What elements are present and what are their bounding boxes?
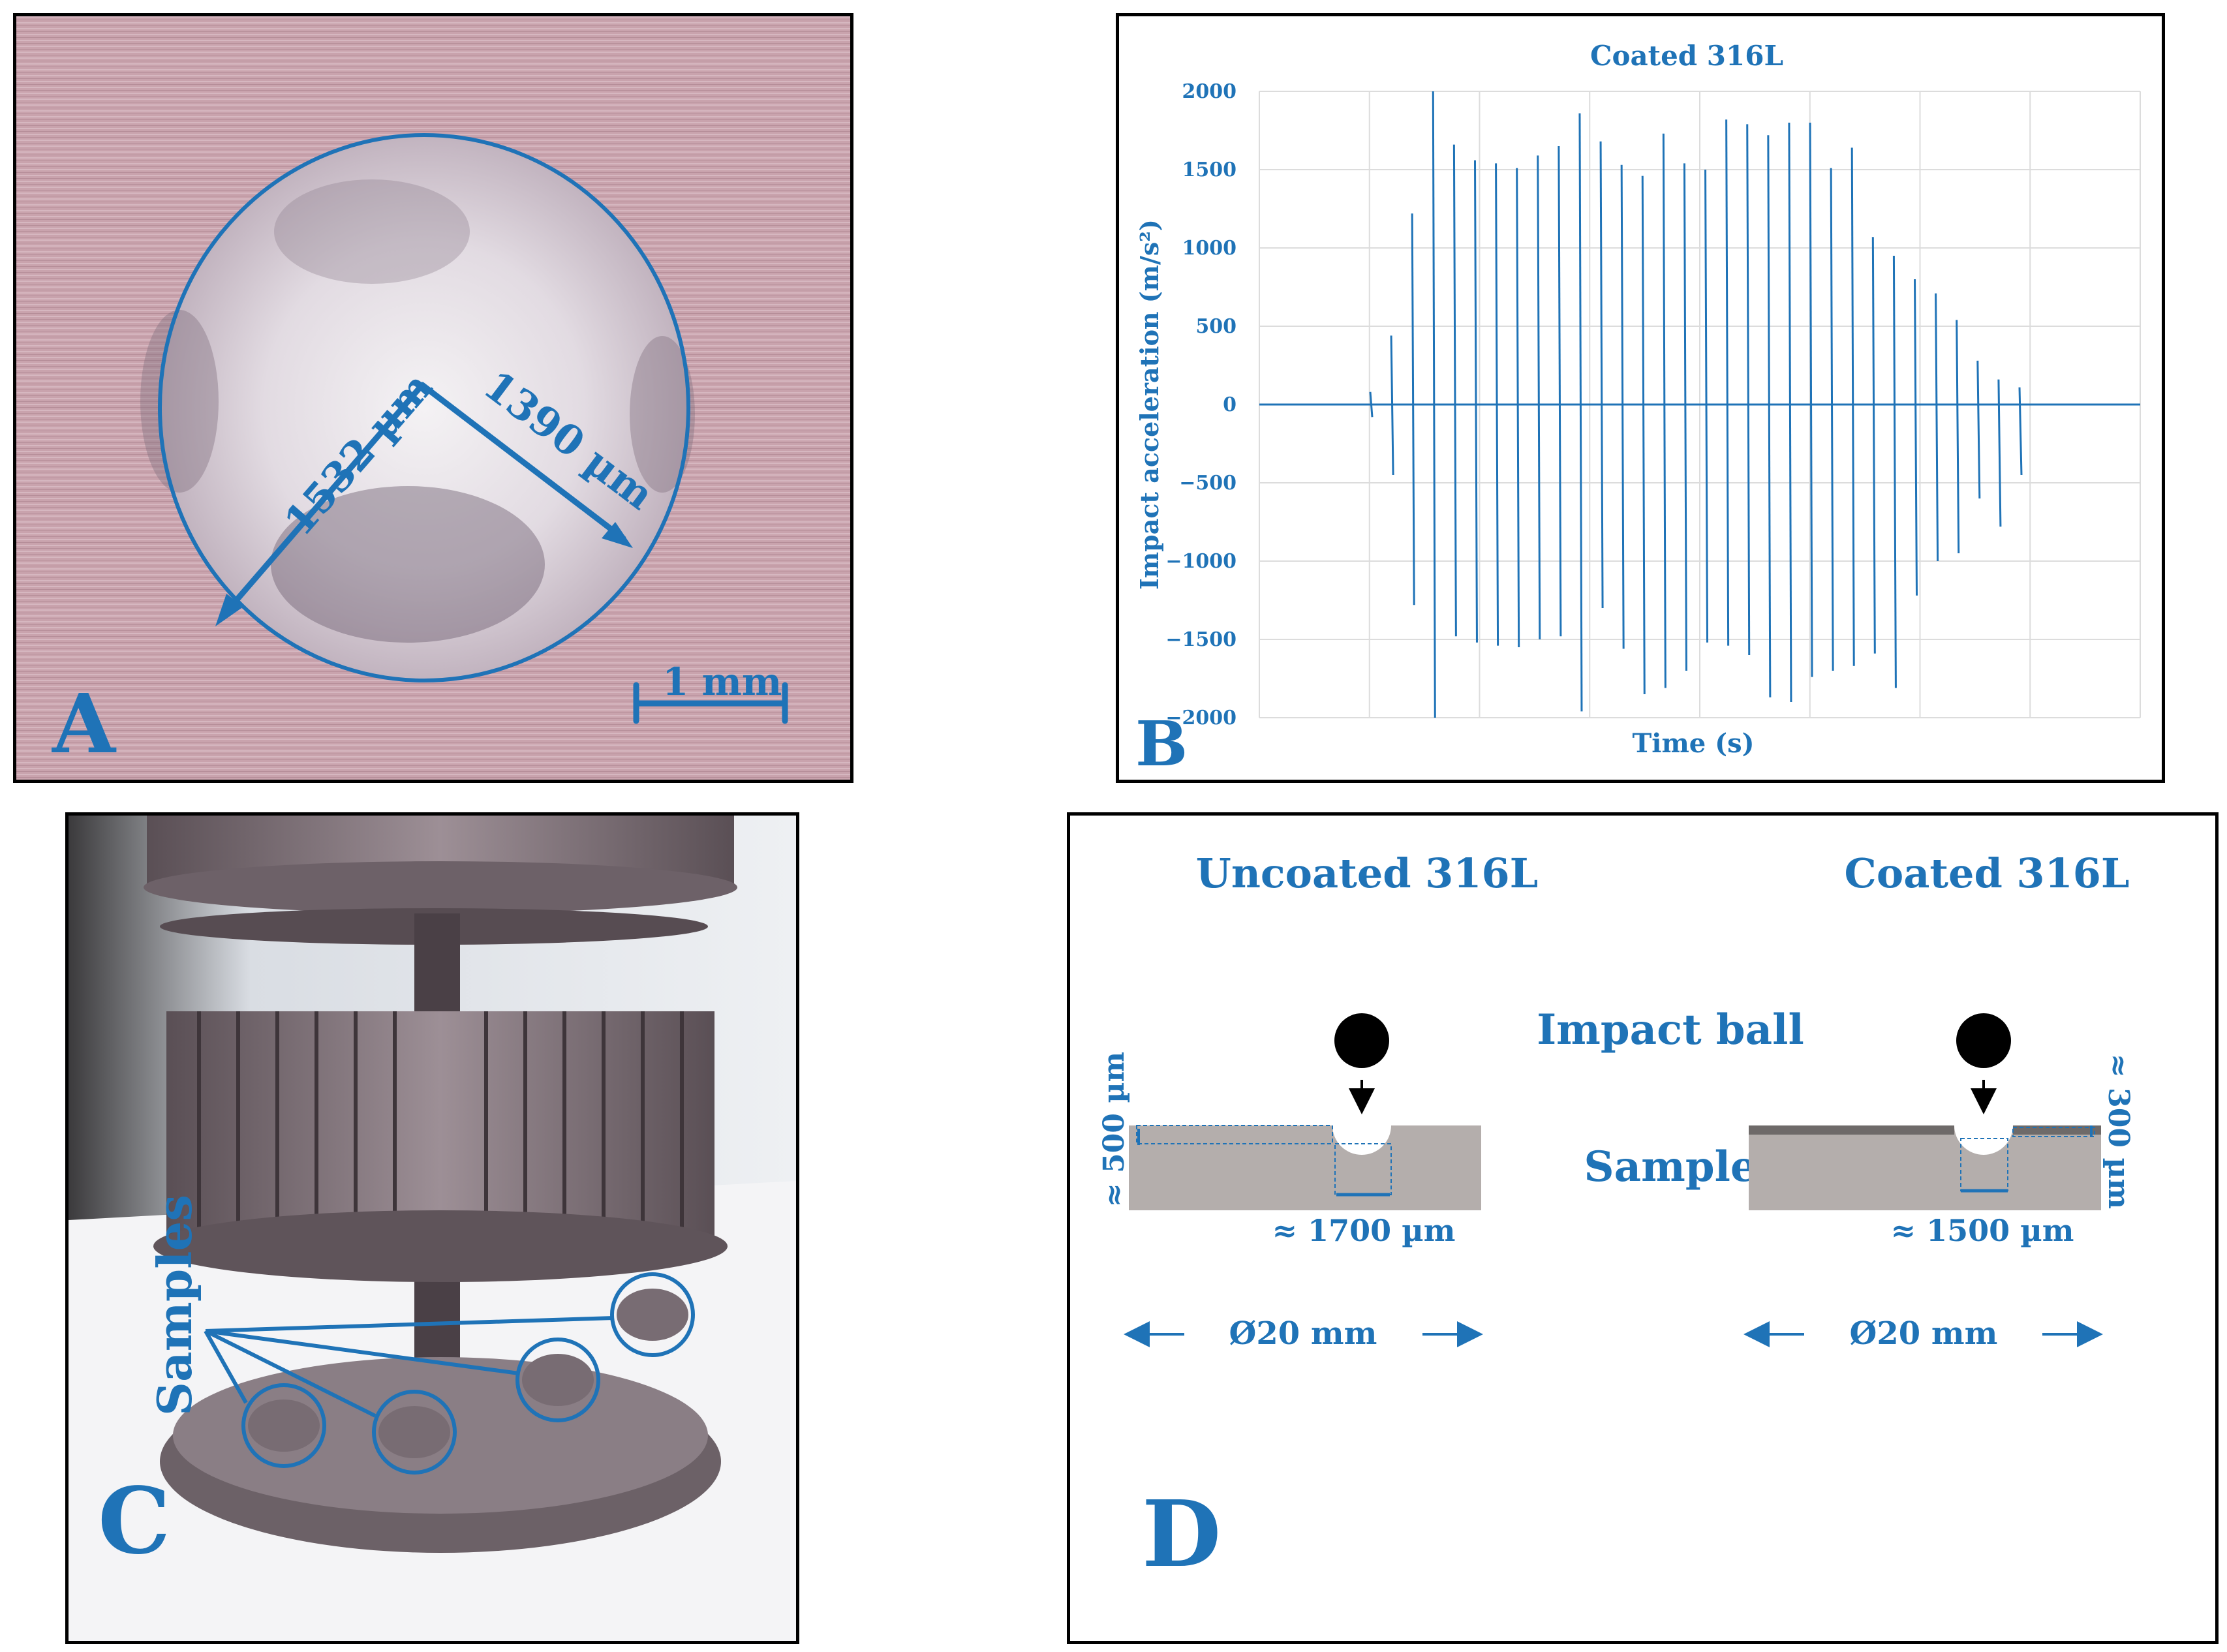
- uncoated-width-label: ≈ 1700 µm: [1272, 1213, 1456, 1248]
- impact-spike: [1851, 147, 1855, 666]
- impact-spike: [1809, 122, 1813, 677]
- diameter-arrow-1: [222, 382, 425, 617]
- panel-letter-b: B: [1135, 708, 1188, 780]
- impact-spike: [1432, 91, 1436, 718]
- impact-ball-right: [1956, 1013, 2011, 1068]
- y-tick-label: −1500: [1165, 628, 1236, 651]
- sample: [248, 1400, 320, 1452]
- impact-spike: [1935, 293, 1939, 562]
- impact-spike: [1495, 163, 1499, 646]
- crater-micrograph: 1532 µm 1390 µm 1 mm A: [16, 16, 850, 780]
- sample-holder-photo: Samples C: [69, 816, 796, 1641]
- impact-spike: [1746, 124, 1751, 656]
- impact-ball-left: [1334, 1013, 1389, 1068]
- panel-letter-a: A: [52, 677, 117, 772]
- chart-title: Coated 316L: [1590, 40, 1783, 72]
- coated-width-label: ≈ 1500 µm: [1891, 1213, 2074, 1248]
- coated-diameter-label: Ø20 mm: [1850, 1315, 1998, 1352]
- impact-spike: [1599, 141, 1604, 609]
- impact-spike: [1997, 379, 2002, 527]
- impact-spike: [1369, 391, 1374, 418]
- impact-spike: [1516, 168, 1520, 648]
- impact-spike: [1788, 122, 1792, 703]
- crater-outline: [158, 133, 690, 682]
- impact-spike: [1914, 279, 1918, 596]
- impact-spike: [2018, 387, 2023, 476]
- impact-spike: [1892, 255, 1897, 688]
- panel-c-photo: Samples C: [65, 812, 799, 1644]
- coated-depth-label: ≈ 300 µm: [2102, 1054, 2135, 1209]
- uncoated-diameter-label: Ø20 mm: [1229, 1315, 1377, 1352]
- impact-spike: [1641, 176, 1646, 695]
- impact-schematic: Uncoated 316L Coated 316L Impact ball Sa…: [1098, 849, 2135, 1588]
- diameter-arrow-2: [419, 382, 626, 542]
- impact-spike: [1452, 144, 1457, 637]
- uncoated-sample: [1129, 1125, 1481, 1210]
- impact-spike: [1830, 168, 1834, 671]
- panel-d-schematic: Uncoated 316L Coated 316L Impact ball Sa…: [1067, 812, 2219, 1644]
- coated-sample: [1749, 1125, 2101, 1210]
- panel-letter-d: D: [1142, 1481, 1221, 1588]
- y-tick-label: 1500: [1182, 159, 1237, 181]
- y-tick-label: −500: [1179, 472, 1236, 495]
- impact-spike: [1390, 335, 1394, 476]
- samples-label: Samples: [147, 1195, 202, 1416]
- panel-letter-c: C: [98, 1468, 170, 1575]
- uncoated-depth-label: ≈ 500 µm: [1098, 1052, 1131, 1207]
- impact-ball-label: Impact ball: [1537, 1005, 1804, 1054]
- panel-b-chart: Coated 316L 2000 1500 1000 500 0 −500 −1000 −15…: [1116, 13, 2165, 783]
- x-axis-label: Time (s): [1632, 728, 1754, 759]
- coating-layer: [1749, 1125, 1954, 1135]
- y-tick-label: −2000: [1165, 707, 1236, 729]
- y-tick-label: 1000: [1182, 237, 1237, 260]
- y-tick-label: 0: [1223, 393, 1236, 416]
- uncoated-title: Uncoated 316L: [1196, 849, 1538, 897]
- scale-bar-label: 1 mm: [662, 660, 782, 704]
- y-tick-label: 2000: [1182, 80, 1237, 103]
- impact-spike: [1473, 160, 1478, 643]
- impact-spike: [1683, 163, 1687, 671]
- sample: [378, 1406, 450, 1458]
- impact-spike: [1558, 145, 1562, 637]
- impact-spike: [1578, 113, 1583, 712]
- impact-spike: [1956, 320, 1960, 554]
- impact-spike: [1662, 133, 1666, 688]
- impact-spike: [1976, 360, 1981, 499]
- acceleration-chart: Coated 316L 2000 1500 1000 500 0 −500 −1000 −15…: [1135, 40, 2141, 780]
- impact-spike: [1767, 135, 1772, 697]
- y-tick-labels: 2000 1500 1000 500 0 −500 −1000 −1500 −2000: [1165, 80, 1236, 729]
- impact-spike: [1620, 164, 1625, 649]
- impact-crater: [160, 135, 688, 681]
- sample: [617, 1289, 688, 1341]
- impact-spike: [1704, 169, 1709, 643]
- impact-spike: [1411, 213, 1415, 605]
- series-impact-acceleration: [1259, 91, 2140, 718]
- impact-spike: [1871, 237, 1876, 654]
- y-axis-label: Impact acceleration (m/s²): [1135, 219, 1164, 590]
- panel-a-micrograph: 1532 µm 1390 µm 1 mm A: [13, 13, 853, 783]
- coated-title: Coated 316L: [1845, 849, 2130, 897]
- y-tick-label: 500: [1195, 315, 1236, 338]
- sample: [522, 1354, 594, 1406]
- drill-bits: [166, 1011, 714, 1240]
- impact-spike: [1725, 119, 1730, 646]
- impact-spike: [1537, 155, 1541, 640]
- sample-label: Sample: [1584, 1142, 1757, 1191]
- y-tick-label: −1000: [1165, 550, 1236, 573]
